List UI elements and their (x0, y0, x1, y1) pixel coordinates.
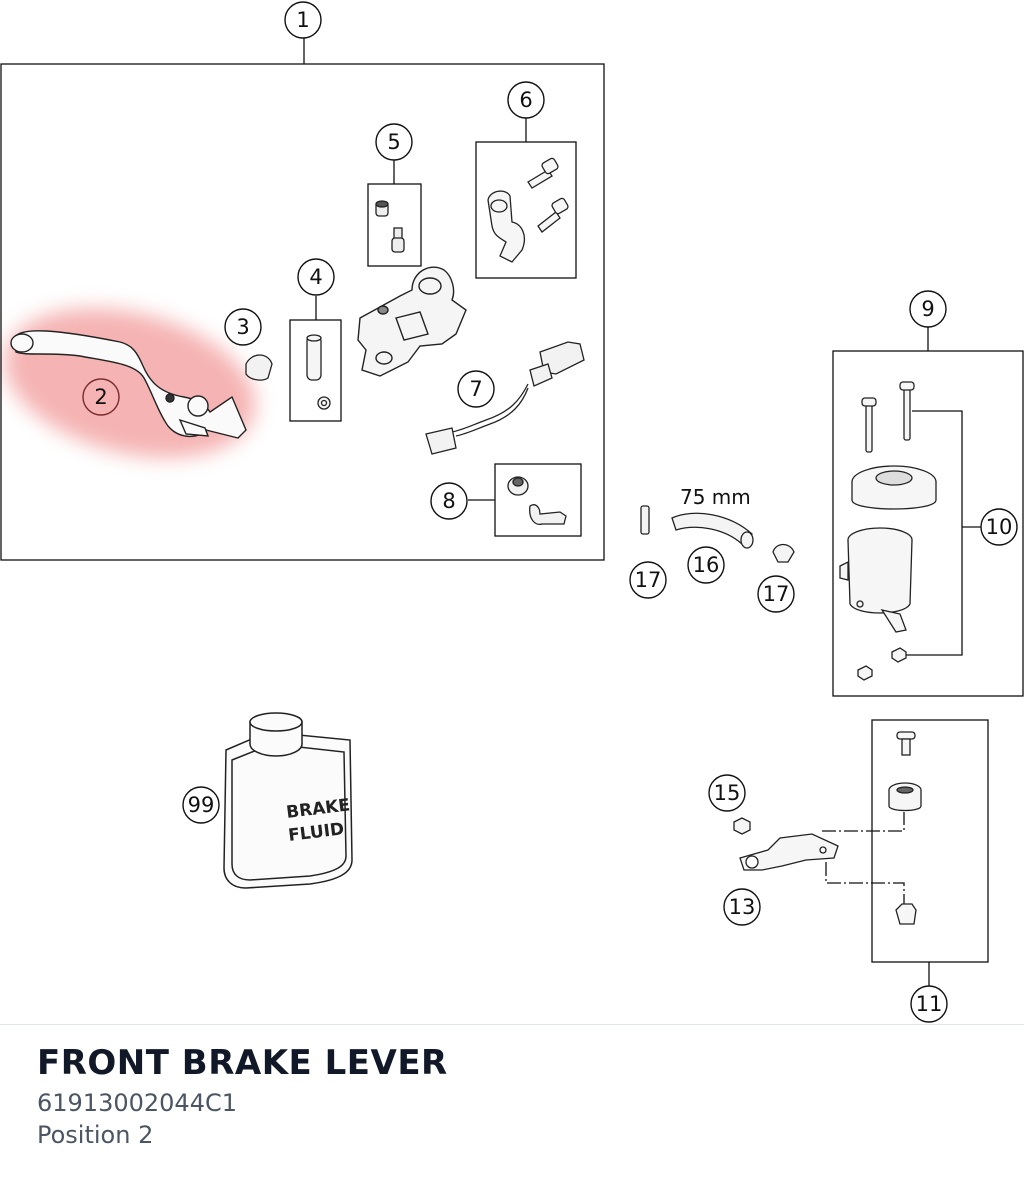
part-title: FRONT BRAKE LEVER (37, 1043, 448, 1083)
master-cylinder-part (357, 266, 467, 377)
group-box-11 (871, 719, 989, 963)
callout-11[interactable]: 11 (910, 985, 948, 1023)
clamp-part (487, 157, 569, 263)
callout-16[interactable]: 16 (687, 546, 725, 584)
callout-label: 17 (763, 582, 790, 606)
callout-5[interactable]: 5 (375, 123, 413, 161)
callout-circle[interactable] (224, 308, 262, 346)
callout-label: 6 (519, 88, 532, 112)
hose-length-label: 75 mm (680, 485, 751, 509)
switch-cable-part (425, 341, 585, 455)
callout-circle[interactable] (507, 81, 545, 119)
callout-circle[interactable] (182, 786, 220, 824)
callout-circle[interactable] (723, 888, 761, 926)
callout-circle[interactable] (708, 774, 746, 812)
callout-10[interactable]: 10 (980, 508, 1018, 546)
callout-circle[interactable] (629, 561, 667, 599)
callout-circle[interactable] (757, 575, 795, 613)
callout-4[interactable]: 4 (297, 258, 335, 296)
callout-circle[interactable] (297, 258, 335, 296)
part-number: 61913002044C1 (37, 1089, 237, 1117)
callout-13[interactable]: 13 (723, 888, 761, 926)
group-box-1 (0, 63, 605, 561)
callout-15[interactable]: 15 (708, 774, 746, 812)
callout-circle[interactable] (457, 370, 495, 408)
callout-label: 13 (729, 895, 756, 919)
pin-part (306, 334, 331, 410)
callout-7[interactable]: 7 (457, 370, 495, 408)
clip-part (245, 354, 273, 381)
fitting-part (640, 505, 795, 563)
boot-part (507, 476, 567, 526)
reservoir-part (839, 381, 937, 681)
callout-99[interactable]: 99 (182, 786, 220, 824)
callout-8[interactable]: 8 (430, 482, 468, 520)
callout-label: 9 (921, 297, 934, 321)
callout-label: 7 (469, 377, 482, 401)
callout-circle[interactable] (375, 123, 413, 161)
callout-label: 1 (296, 8, 309, 32)
callout-1[interactable]: 1 (284, 1, 322, 39)
callout-6[interactable]: 6 (507, 81, 545, 119)
callout-circle[interactable] (910, 985, 948, 1023)
callout-2[interactable]: 2 (82, 378, 120, 416)
callout-circle[interactable] (909, 290, 947, 328)
callout-label: 10 (986, 515, 1013, 539)
group-box-8 (494, 463, 582, 537)
callout-circle[interactable] (430, 482, 468, 520)
callout-label: 3 (236, 315, 249, 339)
callout-17[interactable]: 17 (757, 575, 795, 613)
callout-17[interactable]: 17 (629, 561, 667, 599)
brake-fluid-can (223, 712, 353, 889)
callout-circle[interactable] (284, 1, 322, 39)
callout-label: 2 (94, 385, 107, 409)
callout-9[interactable]: 9 (909, 290, 947, 328)
callout-3[interactable]: 3 (224, 308, 262, 346)
callout-label: 5 (387, 130, 400, 154)
brake-lever-part (10, 330, 247, 439)
part-position: Position 2 (37, 1121, 154, 1149)
callout-label: 17 (635, 568, 662, 592)
callout-label: 99 (188, 793, 215, 817)
hose-part (671, 512, 754, 549)
callout-label: 15 (714, 781, 741, 805)
callout-label: 4 (309, 265, 322, 289)
callout-circle[interactable] (687, 546, 725, 584)
bracket-part (733, 731, 922, 925)
callout-circle[interactable] (980, 508, 1018, 546)
info-panel: FRONT BRAKE LEVER 61913002044C1 Position… (0, 1024, 1024, 1177)
adjuster-part (375, 200, 405, 253)
callout-label: 16 (693, 553, 720, 577)
group-box-5 (367, 183, 422, 267)
callout-label: 11 (916, 992, 943, 1016)
callout-circle[interactable] (82, 378, 120, 416)
callout-label: 8 (442, 489, 455, 513)
